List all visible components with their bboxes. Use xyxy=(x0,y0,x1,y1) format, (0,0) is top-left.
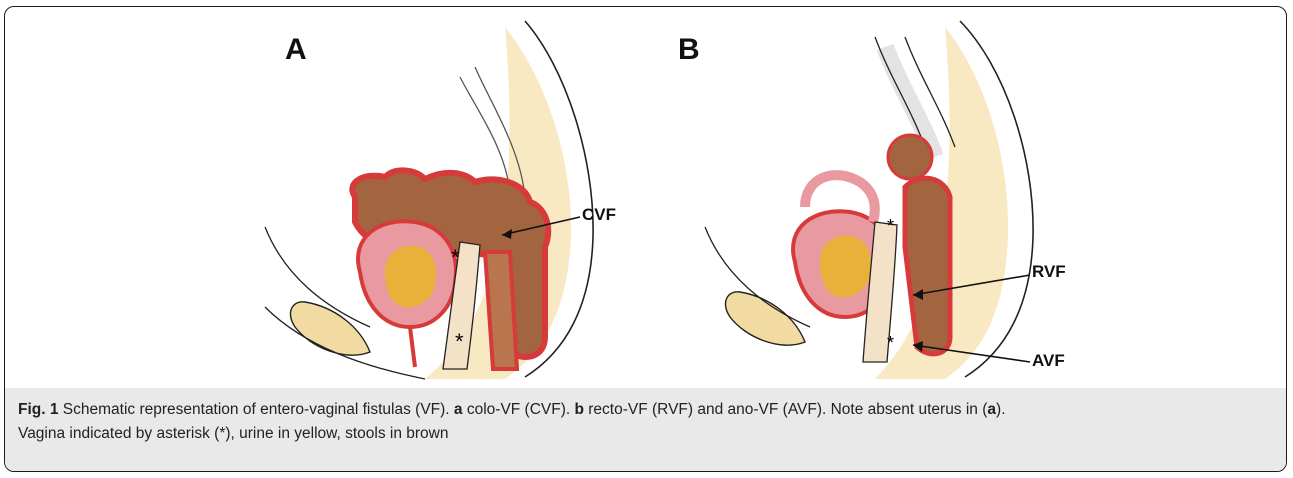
caption-b-letter: b xyxy=(575,401,584,418)
small-bowel-loop xyxy=(888,135,932,179)
bladder-urine xyxy=(820,236,871,297)
avf-label: AVF xyxy=(1032,351,1065,371)
caption-fig-label: Fig. 1 xyxy=(18,401,58,418)
panel-b-label: B xyxy=(678,33,700,67)
caption-a-letter: a xyxy=(454,401,463,418)
rvf-label: RVF xyxy=(1032,262,1066,282)
caption-line2: Vagina indicated by asterisk (*), urine … xyxy=(18,425,448,442)
cvf-label: CVF xyxy=(582,205,616,225)
vagina-asterisk: * xyxy=(887,216,894,236)
figure-caption: Fig. 1 Schematic representation of enter… xyxy=(18,398,1273,446)
caption-a-ref: a xyxy=(987,401,996,418)
caption-close: ). xyxy=(996,401,1005,418)
panel-b-illustration: * * xyxy=(5,7,1287,387)
figure-frame: * * * * A B CVF RVF AV xyxy=(4,6,1287,472)
caption-intro: Schematic representation of entero-vagin… xyxy=(58,401,453,418)
svg-text:*: * xyxy=(887,333,894,353)
caption-b-text: recto-VF (RVF) and ano-VF (AVF). Note ab… xyxy=(584,401,987,418)
caption-a-text: colo-VF (CVF). xyxy=(463,401,575,418)
panel-a-label: A xyxy=(285,33,307,67)
